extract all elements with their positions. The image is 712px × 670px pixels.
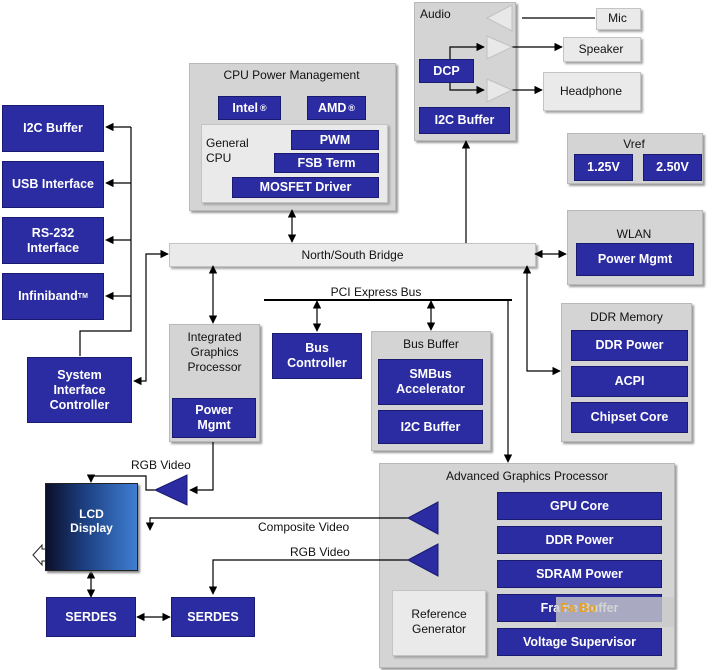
north-south-bridge: [169, 243, 536, 267]
speaker-box: [563, 37, 641, 62]
dcp-block: DCP: [419, 59, 474, 83]
bus-buffer-title: Bus Buffer: [403, 337, 459, 351]
registered-mark: ®: [260, 102, 267, 113]
wlan-power-mgmt: Power Mgmt: [576, 243, 694, 276]
usb-interface: USB Interface: [2, 161, 104, 208]
headphone-label: Headphone: [559, 84, 623, 98]
trademark-mark: TM: [77, 293, 88, 300]
ddr-memory-ddr-power: DDR Power: [571, 330, 688, 361]
agp-title: Advanced Graphics Processor: [445, 469, 609, 483]
pwm-block: PWM: [291, 130, 379, 150]
chipset-core: Chipset Core: [571, 402, 688, 433]
mic-label: Mic: [608, 11, 627, 25]
vref-1-25v: 1.25V: [574, 154, 633, 181]
i2c-buffer-left: I2C Buffer: [2, 105, 104, 152]
wlan-title: WLAN: [616, 227, 652, 241]
sdram-power: SDRAM Power: [497, 560, 662, 588]
fsb-term-block: FSB Term: [274, 153, 379, 173]
watermark: [556, 597, 674, 627]
speaker-label: Speaker: [578, 42, 624, 56]
serdes-left: SERDES: [46, 597, 136, 637]
audio-i2c-buffer: I2C Buffer: [419, 107, 510, 134]
reference-generator: [392, 590, 486, 656]
mic-box: [596, 8, 641, 30]
audio-title: Audio: [420, 7, 451, 21]
vref-title: Vref: [623, 137, 645, 151]
intel-block: Intel®: [218, 96, 281, 120]
ddr-memory-title: DDR Memory: [590, 310, 663, 324]
vref-2-50v: 2.50V: [643, 154, 702, 181]
north-south-bridge-label: North/South Bridge: [301, 248, 404, 262]
mosfet-driver-block: MOSFET Driver: [232, 177, 379, 198]
amd-block: AMD®: [307, 96, 366, 120]
registered-mark: ®: [348, 102, 356, 113]
bus-buffer-i2c-buffer: I2C Buffer: [378, 410, 483, 444]
lcd-display: LCD Display: [45, 483, 138, 571]
pci-express-bus-label: PCI Express Bus: [330, 285, 422, 299]
watermark-text: Fa Bo: [560, 600, 597, 615]
agp-ddr-power: DDR Power: [497, 526, 662, 554]
rgb-video-bottom-label: RGB Video: [290, 545, 350, 559]
rgb-video-top-label: RGB Video: [131, 458, 191, 472]
serdes-right: SERDES: [171, 597, 255, 637]
headphone-box: [543, 72, 641, 111]
voltage-supervisor: Voltage Supervisor: [497, 628, 662, 656]
composite-video-label: Composite Video: [258, 520, 350, 534]
lcd-display-line1: LCD: [79, 507, 104, 521]
lcd-display-line2: Display: [70, 521, 113, 535]
gpu-core: GPU Core: [497, 492, 662, 520]
cpu-power-management-title: CPU Power Management: [223, 68, 360, 82]
acpi-block: ACPI: [571, 366, 688, 397]
